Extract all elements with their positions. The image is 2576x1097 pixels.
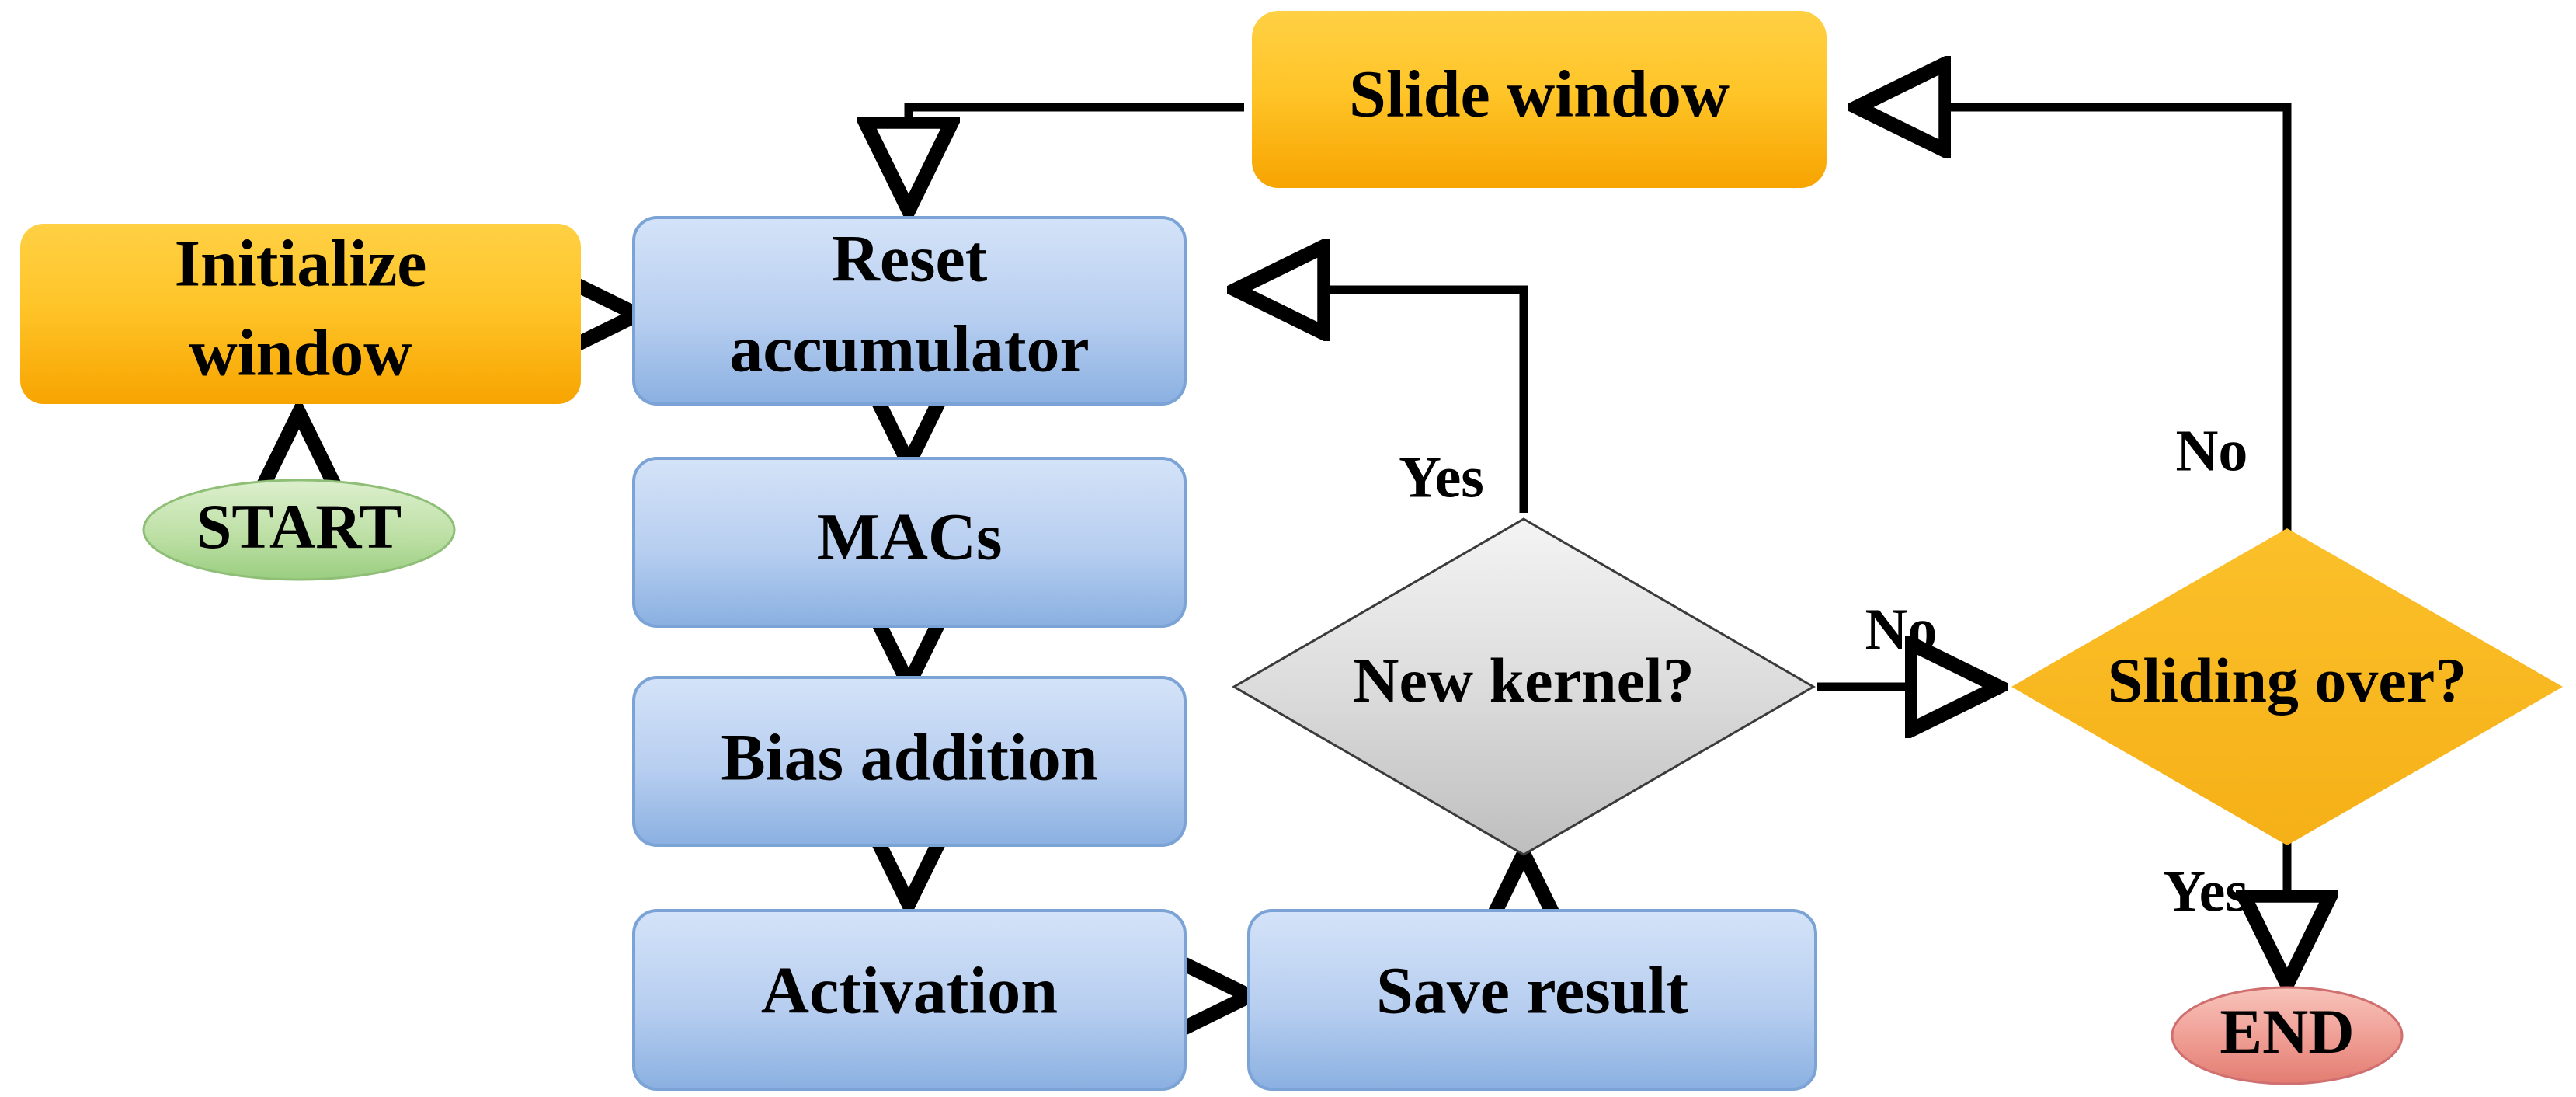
node-save-result[interactable]: Save result: [1247, 909, 1817, 1091]
node-reset-accumulator-label-line2: accumulator: [729, 312, 1089, 386]
node-activation[interactable]: Activation: [632, 909, 1187, 1091]
node-end[interactable]: END: [2171, 986, 2404, 1085]
node-bias-addition[interactable]: Bias addition: [632, 676, 1187, 847]
node-initialize-window-label-line2: window: [189, 315, 412, 390]
node-macs[interactable]: MACs: [632, 457, 1187, 628]
edge-newkernel-yes-to-reset: [1243, 290, 1528, 513]
node-reset-accumulator-label-line1: Reset: [832, 221, 988, 296]
node-sliding-over[interactable]: Sliding over?: [2011, 528, 2563, 845]
edge-slidingover-no-to-slidewindow: [1864, 107, 2292, 536]
node-initialize-window[interactable]: Initialize window: [20, 224, 581, 404]
node-slide-window-label: Slide window: [1349, 57, 1730, 131]
node-sliding-over-label: Sliding over?: [2108, 645, 2466, 716]
node-macs-label: MACs: [817, 500, 1003, 574]
node-bias-addition-label: Bias addition: [721, 720, 1097, 795]
node-initialize-window-label-line1: Initialize: [175, 226, 427, 301]
node-end-label: END: [2220, 996, 2354, 1067]
edge-slidewindow-to-reset: [909, 103, 1244, 204]
node-start-label: START: [196, 491, 402, 562]
node-activation-label: Activation: [761, 953, 1058, 1028]
edge-label-sliding-over-no: No: [2176, 418, 2248, 483]
node-reset-accumulator[interactable]: Reset accumulator: [632, 216, 1187, 406]
edge-label-sliding-over-yes: Yes: [2163, 858, 2248, 924]
edge-label-new-kernel-no: No: [1865, 597, 1938, 662]
node-new-kernel-label: New kernel?: [1353, 645, 1695, 716]
edge-label-new-kernel-yes: Yes: [1399, 444, 1484, 510]
node-new-kernel[interactable]: New kernel?: [1232, 517, 1816, 856]
node-slide-window[interactable]: Slide window: [1252, 11, 1827, 188]
node-save-result-label: Save result: [1376, 953, 1688, 1028]
node-start[interactable]: START: [142, 479, 456, 581]
